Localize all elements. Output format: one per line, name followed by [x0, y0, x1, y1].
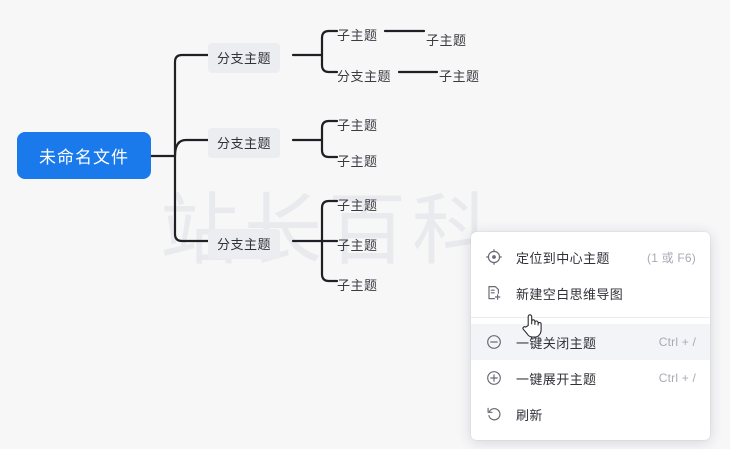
- menu-item-collapse-all-topics[interactable]: 一键关闭主题 Ctrl + /: [471, 324, 710, 360]
- menu-item-locate-center-topic[interactable]: 定位到中心主题 (1 或 F6): [471, 239, 710, 275]
- mindmap-branch-label-2: 分支主题: [217, 136, 272, 151]
- menu-item-refresh[interactable]: 刷新: [471, 396, 710, 432]
- mindmap-child-node-1-1[interactable]: 子主题: [335, 22, 380, 47]
- mindmap-branch-node-2[interactable]: 分支主题: [208, 128, 281, 158]
- menu-shortcut-collapse-all-topics: Ctrl + /: [658, 335, 696, 349]
- menu-label-expand-all-topics: 一键展开主题: [516, 371, 597, 387]
- mindmap-child-label-2-2: 子主题: [337, 154, 378, 169]
- mindmap-grandchild-label-1-1-1: 子主题: [426, 33, 467, 48]
- mindmap-child-label-3-2: 子主题: [337, 238, 378, 253]
- target-center-icon: [485, 248, 503, 266]
- context-menu[interactable]: 定位到中心主题 (1 或 F6) 新建空白思维导图: [471, 232, 710, 440]
- mindmap-child-node-3-2[interactable]: 子主题: [335, 232, 380, 257]
- mindmap-branch-label-1: 分支主题: [217, 51, 272, 66]
- menu-shortcut-locate-center-topic: (1 或 F6): [647, 250, 696, 265]
- mindmap-branch-label-3: 分支主题: [217, 237, 272, 252]
- menu-item-new-blank-mindmap[interactable]: 新建空白思维导图: [471, 275, 710, 311]
- menu-label-new-blank-mindmap: 新建空白思维导图: [516, 286, 624, 302]
- mindmap-grandchild-label-1-2-1: 子主题: [439, 69, 480, 84]
- menu-label-locate-center-topic: 定位到中心主题: [516, 250, 610, 266]
- refresh-icon: [485, 405, 503, 423]
- menu-item-expand-all-topics[interactable]: 一键展开主题 Ctrl + /: [471, 360, 710, 396]
- mindmap-branch-node-3[interactable]: 分支主题: [208, 229, 281, 259]
- mindmap-grandchild-node-1-1-1[interactable]: 子主题: [424, 27, 469, 52]
- menu-shortcut-expand-all-topics: Ctrl + /: [658, 371, 696, 385]
- watermark: 站长百科: [160, 186, 497, 276]
- menu-separator: [471, 317, 710, 318]
- menu-label-refresh: 刷新: [516, 407, 543, 423]
- mindmap-branch-node-1[interactable]: 分支主题: [208, 43, 281, 73]
- mindmap-root-node[interactable]: 未命名文件: [17, 132, 151, 179]
- mindmap-child-label-3-1: 子主题: [337, 198, 378, 213]
- mindmap-grandchild-node-1-2-1[interactable]: 子主题: [437, 63, 482, 88]
- mindmap-child-label-3-3: 子主题: [337, 278, 378, 293]
- mindmap-child-node-1-2[interactable]: 分支主题: [335, 63, 393, 88]
- mindmap-child-node-2-1[interactable]: 子主题: [335, 112, 380, 137]
- minus-circle-icon: [485, 333, 503, 351]
- menu-label-collapse-all-topics: 一键关闭主题: [516, 335, 597, 351]
- mindmap-child-label-1-2: 分支主题: [337, 69, 392, 84]
- mindmap-child-label-2-1: 子主题: [337, 118, 378, 133]
- mindmap-child-node-2-2[interactable]: 子主题: [335, 148, 380, 173]
- mindmap-child-node-3-1[interactable]: 子主题: [335, 192, 380, 217]
- new-document-plus-icon: [485, 284, 503, 302]
- mindmap-root-label: 未命名文件: [39, 148, 129, 167]
- mindmap-child-label-1-1: 子主题: [337, 28, 378, 43]
- mindmap-child-node-3-3[interactable]: 子主题: [335, 272, 380, 297]
- plus-circle-icon: [485, 369, 503, 387]
